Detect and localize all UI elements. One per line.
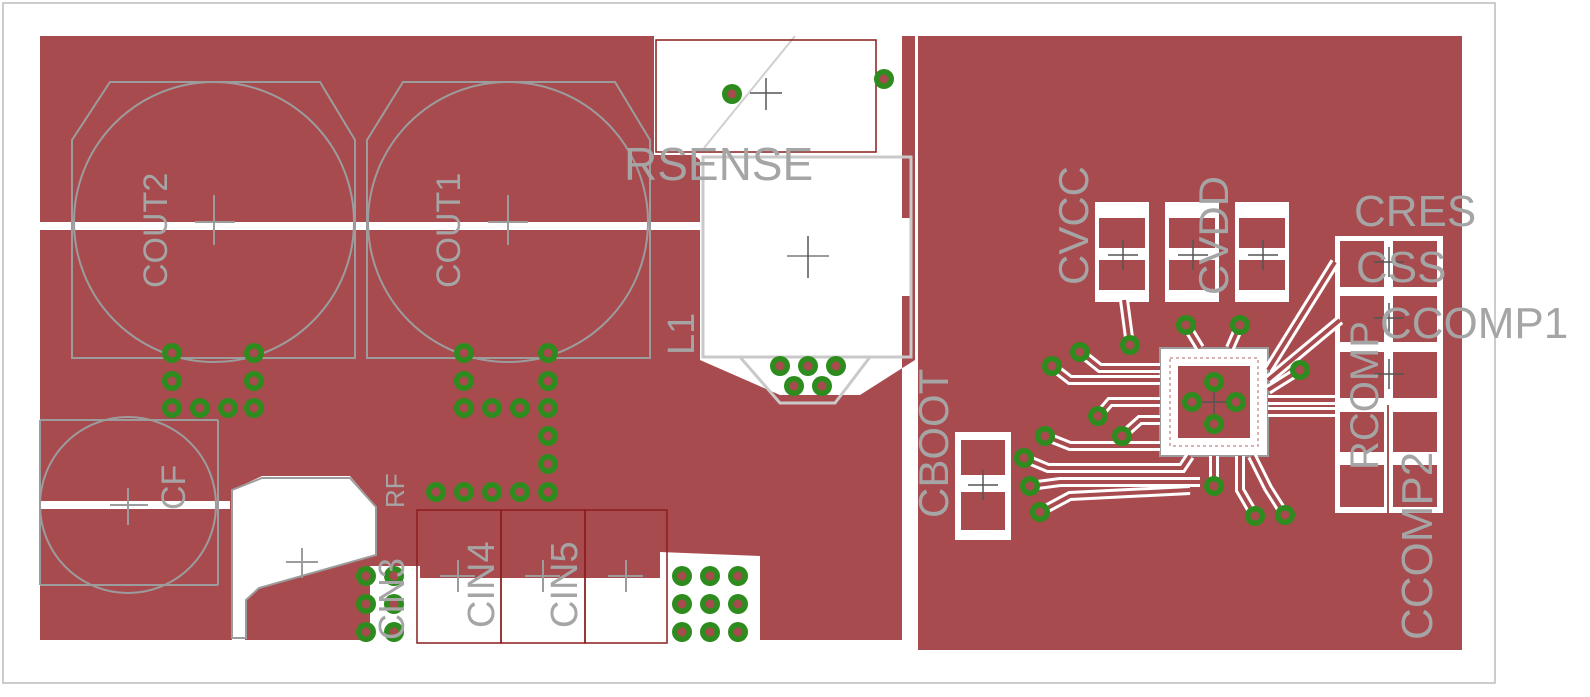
via-hole [543,431,553,441]
via-hole [543,376,553,386]
cout1-silkscreen [366,81,651,363]
label-cout2: COUT2 [137,173,175,288]
via-hole [677,627,687,637]
label-rf: RF [380,473,410,508]
via-hole [705,599,715,609]
rsense-outline [655,39,877,153]
clearance-diagonal [694,31,811,165]
via-hole [487,487,497,497]
via-hole [1093,411,1103,421]
via-hole [389,571,399,581]
via-hole [431,487,441,497]
via-hole [733,571,743,581]
via-hole [803,361,813,371]
label-l1: L1 [661,313,703,355]
via-hole [249,376,259,386]
via-hole [389,599,399,609]
cf-silkscreen [39,416,219,594]
via-hole [543,487,553,497]
cin-pads [416,509,668,644]
right-crosshairs [1108,240,1404,389]
via-hole [879,74,889,84]
via-hole [543,403,553,413]
via-hole [459,348,469,358]
cboot-pad [955,432,1011,540]
via-group [162,69,1310,642]
signal-traces-copper [1023,260,1342,517]
via-hole [1125,340,1135,350]
via-hole [1209,377,1219,387]
via-hole [361,627,371,637]
via-hole [1181,320,1191,330]
via-hole [1209,481,1219,491]
label-cres: CRES [1354,187,1476,236]
via-hole [167,376,177,386]
label-cboot: CBOOT [910,369,957,518]
via-hole [1025,481,1035,491]
via-hole [1035,507,1045,517]
via-hole [459,403,469,413]
via-hole [775,361,785,371]
controller-ic [1159,347,1269,457]
via-hole [677,571,687,581]
via-hole [1209,419,1219,429]
label-cin4: CIN4 [461,541,503,628]
via-hole [727,89,737,99]
label-cf: CF [155,465,193,510]
via-hole [515,403,525,413]
via-hole [789,381,799,391]
via-hole [1187,397,1197,407]
via-hole [1235,320,1245,330]
via-hole [705,627,715,637]
via-hole [1019,453,1029,463]
via-hole [1231,397,1241,407]
via-hole [1250,511,1260,521]
via-hole [705,571,715,581]
via-hole [459,376,469,386]
small-cap-pads [1095,202,1289,302]
copper-pour-right [918,36,1462,650]
label-cin3: CIN3 [371,558,412,640]
via-hole [1280,510,1290,520]
label-cvdd: CVDD [1190,176,1237,295]
via-hole [389,627,399,637]
l1-bottom-notch [703,355,911,405]
via-hole [817,381,827,391]
via-hole [195,403,205,413]
via-hole [1295,365,1305,375]
via-hole [1047,361,1057,371]
label-cout1: COUT1 [430,173,468,288]
label-cvcc: CVCC [1050,166,1097,285]
label-ccomp2: CCOMP2 [1393,452,1442,640]
via-hole [459,487,469,497]
label-ccomp1: CCOMP1 [1380,299,1568,348]
via-hole [677,599,687,609]
clearance-diagonal-outline [703,35,796,149]
via-hole [733,599,743,609]
label-rsense: RSENSE [624,138,813,190]
via-hole [515,487,525,497]
cout2-silkscreen [71,81,356,363]
via-hole [733,627,743,637]
via-hole [249,403,259,413]
cin3-silkscreen [231,477,377,639]
via-hole [1075,347,1085,357]
via-hole [167,348,177,358]
via-hole [543,348,553,358]
label-css: CSS [1356,243,1446,292]
via-hole [361,571,371,581]
label-rcomp: RCOMP [1343,321,1387,470]
via-hole [487,403,497,413]
via-hole [167,403,177,413]
via-hole [223,403,233,413]
via-hole [831,361,841,371]
via-hole [361,599,371,609]
via-hole [543,459,553,469]
via-hole [1117,431,1127,441]
via-hole [249,348,259,358]
via-hole [1040,431,1050,441]
label-cin5: CIN5 [544,541,586,628]
board-outline [2,2,1496,684]
